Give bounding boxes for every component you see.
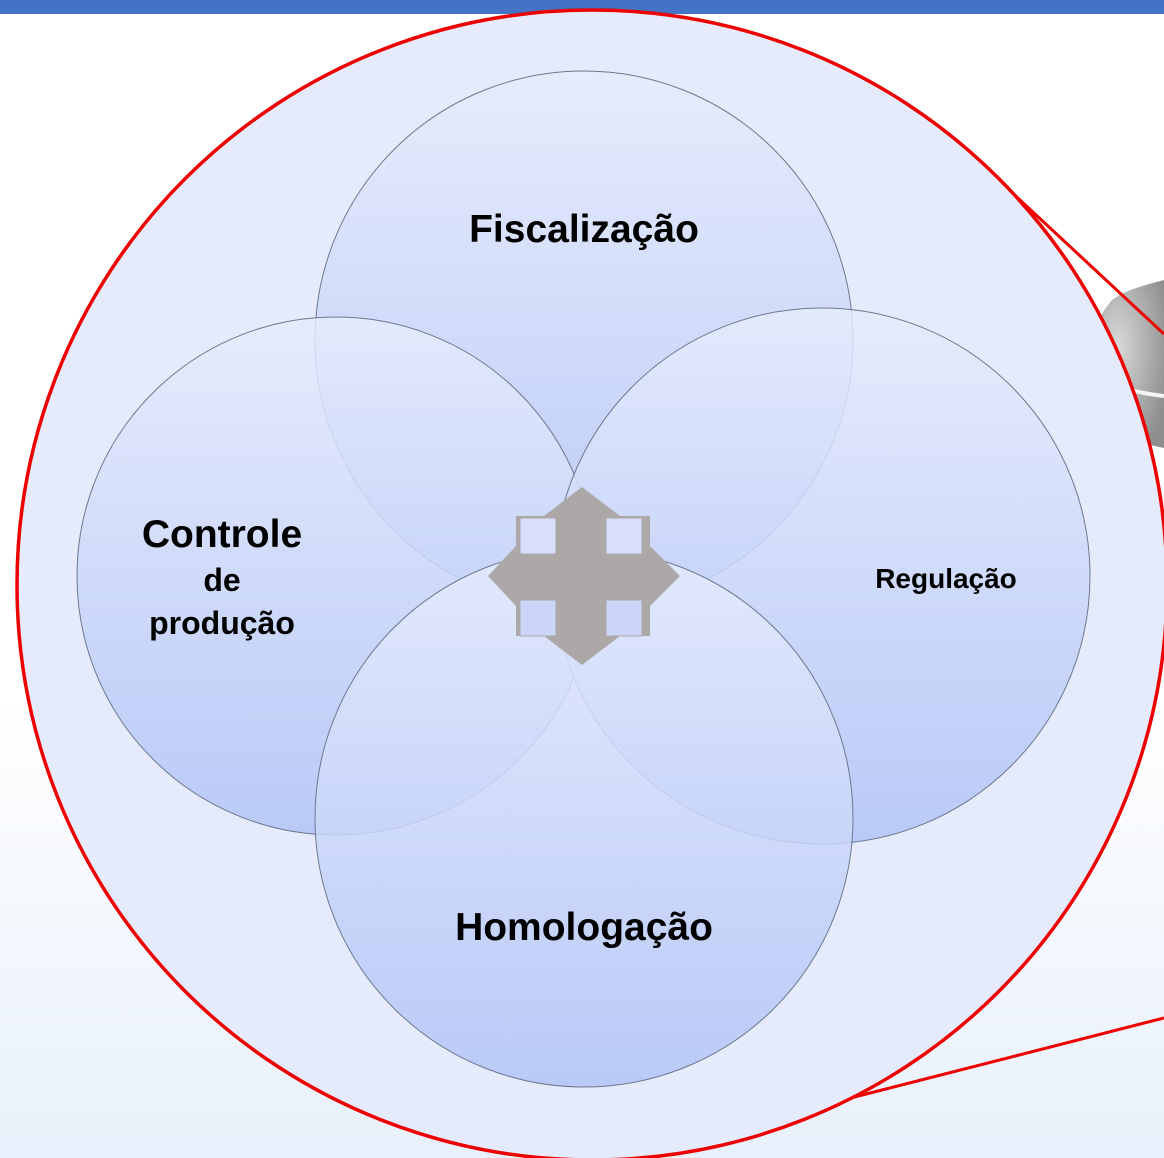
label-regulacao: Regulação <box>875 563 1017 594</box>
label-fiscalizacao: Fiscalização <box>469 208 699 251</box>
label-de: de <box>203 562 240 598</box>
top-accent-bar <box>0 0 1164 14</box>
label-controle: Controle <box>142 513 302 556</box>
four-way-arrow-icon <box>488 487 680 665</box>
label-homologacao: Homologação <box>455 906 713 949</box>
label-producao: produção <box>149 605 295 641</box>
